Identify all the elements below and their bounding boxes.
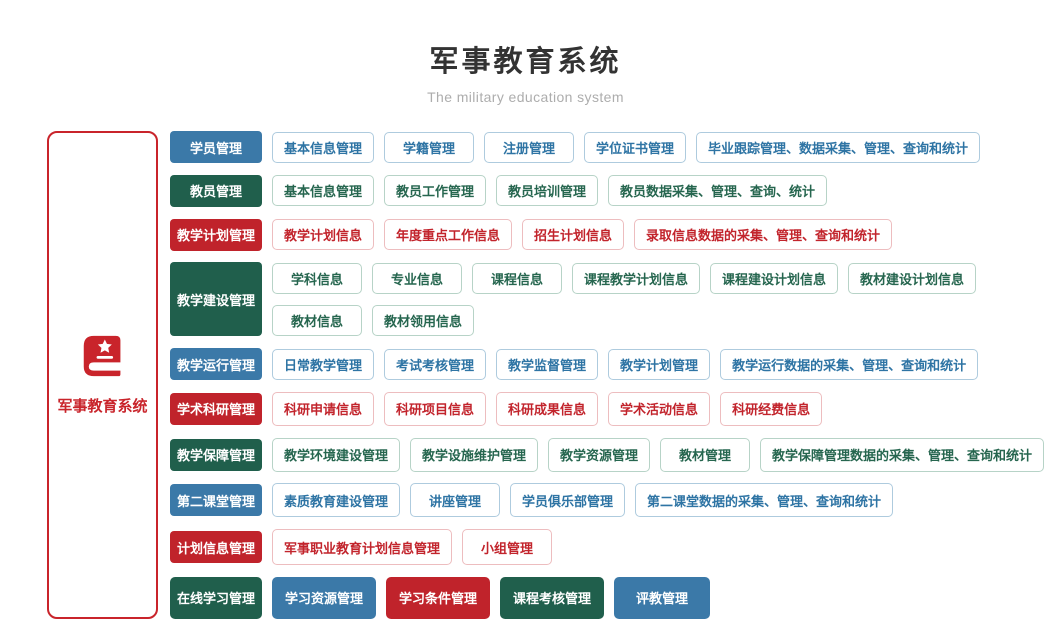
module-button[interactable]: 学术活动信息 — [608, 391, 711, 426]
module-button[interactable]: 教学环境建设管理 — [272, 437, 401, 472]
category-button[interactable]: 第二课堂管理 — [170, 484, 262, 517]
module-button[interactable]: 学位证书管理 — [584, 131, 687, 163]
module-button[interactable]: 科研申请信息 — [272, 391, 375, 426]
module-button[interactable]: 教材建设计划信息 — [848, 262, 977, 294]
module-button[interactable]: 军事职业教育计划信息管理 — [272, 529, 453, 566]
module-button[interactable]: 教学保障管理数据的采集、管理、查询和统计 — [760, 437, 1045, 472]
system-rows: 学员管理基本信息管理学籍管理注册管理学位证书管理毕业跟踪管理、数据采集、管理、查… — [170, 131, 1051, 619]
module-button[interactable]: 招生计划信息 — [522, 219, 625, 251]
system-row: 教学运行管理日常教学管理考试考核管理教学监督管理教学计划管理教学运行数据的采集、… — [170, 348, 1051, 381]
module-button[interactable]: 课程信息 — [472, 262, 562, 294]
module-button[interactable]: 考试考核管理 — [384, 348, 487, 380]
category-button[interactable]: 在线学习管理 — [170, 576, 262, 619]
module-button[interactable]: 录取信息数据的采集、管理、查询和统计 — [634, 219, 893, 251]
module-button[interactable]: 毕业跟踪管理、数据采集、管理、查询和统计 — [696, 131, 981, 163]
module-button[interactable]: 科研项目信息 — [384, 391, 487, 426]
system-row: 教学保障管理教学环境建设管理教学设施维护管理教学资源管理教材管理教学保障管理数据… — [170, 437, 1051, 472]
module-button[interactable]: 讲座管理 — [410, 483, 501, 518]
module-button[interactable]: 学习资源管理 — [272, 576, 377, 619]
system-row: 教员管理基本信息管理教员工作管理教员培训管理教员数据采集、管理、查询、统计 — [170, 174, 1051, 207]
module-button[interactable]: 教材领用信息 — [372, 304, 475, 336]
module-button[interactable]: 学习条件管理 — [386, 576, 491, 619]
module-button[interactable]: 专业信息 — [372, 262, 462, 294]
system-row: 第二课堂管理素质教育建设管理讲座管理学员俱乐部管理第二课堂数据的采集、管理、查询… — [170, 483, 1051, 518]
module-button[interactable]: 基本信息管理 — [272, 175, 375, 207]
module-button[interactable]: 教学计划信息 — [272, 219, 375, 251]
module-button[interactable]: 教员数据采集、管理、查询、统计 — [608, 175, 828, 207]
module-line: 教材信息教材领用信息 — [272, 304, 976, 336]
category-button[interactable]: 教学保障管理 — [170, 438, 262, 471]
module-button[interactable]: 教学运行数据的采集、管理、查询和统计 — [720, 348, 979, 380]
module-button[interactable]: 素质教育建设管理 — [272, 483, 401, 518]
module-button[interactable]: 科研经费信息 — [720, 391, 823, 426]
module-button[interactable]: 教学计划管理 — [608, 348, 711, 380]
system-row: 计划信息管理军事职业教育计划信息管理小组管理 — [170, 529, 1051, 566]
module-button[interactable]: 课程考核管理 — [500, 576, 605, 619]
category-button[interactable]: 教学建设管理 — [170, 262, 262, 337]
module-button[interactable]: 教员工作管理 — [384, 175, 487, 207]
module-button[interactable]: 学员俱乐部管理 — [510, 483, 626, 518]
module-button[interactable]: 注册管理 — [484, 131, 575, 163]
system-row: 教学计划管理教学计划信息年度重点工作信息招生计划信息录取信息数据的采集、管理、查… — [170, 218, 1051, 251]
module-button[interactable]: 年度重点工作信息 — [384, 219, 513, 251]
module-button[interactable]: 教材管理 — [660, 437, 751, 472]
system-row: 在线学习管理学习资源管理学习条件管理课程考核管理评教管理 — [170, 576, 1051, 619]
category-button[interactable]: 计划信息管理 — [170, 531, 262, 564]
book-star-icon — [81, 334, 125, 383]
module-button[interactable]: 科研成果信息 — [496, 391, 599, 426]
diagram: 军事教育系统 学员管理基本信息管理学籍管理注册管理学位证书管理毕业跟踪管理、数据… — [47, 131, 1051, 619]
module-button[interactable]: 日常教学管理 — [272, 348, 375, 380]
category-button[interactable]: 学员管理 — [170, 131, 262, 163]
module-button[interactable]: 学科信息 — [272, 262, 362, 294]
system-root-node: 军事教育系统 — [47, 131, 158, 619]
module-line: 学科信息专业信息课程信息课程教学计划信息课程建设计划信息教材建设计划信息 — [272, 262, 977, 294]
system-row: 学员管理基本信息管理学籍管理注册管理学位证书管理毕业跟踪管理、数据采集、管理、查… — [170, 131, 1051, 163]
module-group: 学科信息专业信息课程信息课程教学计划信息课程建设计划信息教材建设计划信息教材信息… — [272, 262, 977, 336]
system-root-label: 军事教育系统 — [57, 398, 148, 415]
module-button[interactable]: 课程教学计划信息 — [572, 262, 701, 294]
module-button[interactable]: 基本信息管理 — [272, 131, 375, 163]
system-row: 教学建设管理学科信息专业信息课程信息课程教学计划信息课程建设计划信息教材建设计划… — [170, 262, 1051, 337]
system-row: 学术科研管理科研申请信息科研项目信息科研成果信息学术活动信息科研经费信息 — [170, 391, 1051, 426]
module-button[interactable]: 教员培训管理 — [496, 175, 599, 207]
module-button[interactable]: 课程建设计划信息 — [710, 262, 839, 294]
module-button[interactable]: 学籍管理 — [384, 131, 475, 163]
category-button[interactable]: 教学计划管理 — [170, 218, 262, 251]
page-subtitle: The military education system — [427, 89, 624, 105]
module-button[interactable]: 小组管理 — [462, 529, 553, 566]
module-button[interactable]: 教学监督管理 — [496, 348, 599, 380]
category-button[interactable]: 学术科研管理 — [170, 392, 262, 425]
module-button[interactable]: 评教管理 — [614, 576, 711, 619]
module-button[interactable]: 教材信息 — [272, 304, 362, 336]
module-button[interactable]: 教学资源管理 — [548, 437, 651, 472]
page-header: 军事教育系统 The military education system — [0, 0, 1051, 105]
module-button[interactable]: 第二课堂数据的采集、管理、查询和统计 — [635, 483, 894, 518]
category-button[interactable]: 教学运行管理 — [170, 348, 262, 381]
category-button[interactable]: 教员管理 — [170, 174, 262, 207]
page-title: 军事教育系统 — [429, 46, 622, 78]
module-button[interactable]: 教学设施维护管理 — [410, 437, 539, 472]
